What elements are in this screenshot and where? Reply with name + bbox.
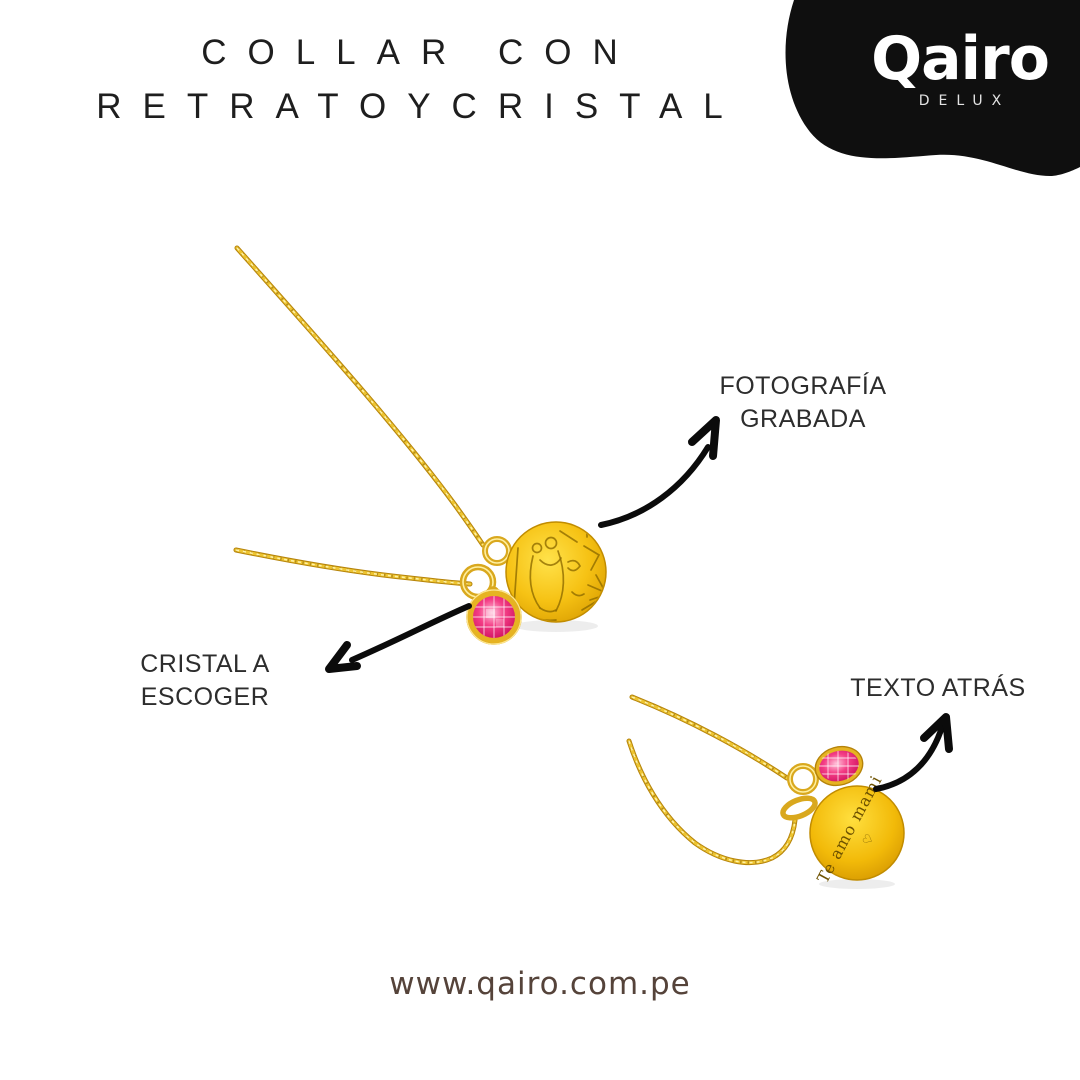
chain-front [236,248,483,584]
arrow-to-crystal-label-icon [325,603,472,673]
crystal-back-facets [819,751,859,781]
callout-photo-line-2: GRABADA [740,405,866,433]
title-line-2: RETRATOYCRISTAL [96,87,744,126]
callout-crystal-choice: CRISTAL A ESCOGER [85,648,325,714]
title-line-1: COLLAR CON [201,33,639,72]
callout-photo-line-1: FOTOGRAFÍA [719,372,887,400]
callout-crystal-line-1: CRISTAL A [140,650,270,678]
crystal-charm [466,586,522,645]
necklace-back: Te amo mami ♡ [629,697,905,889]
arrow-to-text-label-icon [873,713,953,792]
photo-pendant [505,521,607,623]
callout-text-back-label: TEXTO ATRÁS [850,674,1026,702]
callout-text-back: TEXTO ATRÁS [818,672,1058,705]
arrow-to-photo-label-icon [598,416,720,528]
necklace-front [236,248,607,645]
blob-path [785,0,1080,177]
logo-blob-shape [785,0,1080,177]
crystal-charm-back [814,745,864,787]
pendant-shadow [514,620,598,632]
crystal-facets [473,596,515,638]
chain-back [629,697,795,863]
website-url: www.qairo.com.pe [389,966,691,1002]
callout-photo-engraved: FOTOGRAFÍA GRABADA [683,370,923,436]
brand-subtitle: DELUX [918,93,1011,109]
callout-crystal-line-2: ESCOGER [140,683,270,711]
pendant-back-shadow [819,879,895,889]
brand-name: Qairo [871,24,1050,94]
text-pendant: Te amo mami ♡ [809,772,905,886]
page-title: COLLAR CON RETRATOYCRISTAL [40,26,800,134]
heart-icon: ♡ [860,831,878,848]
brand-logo: Qairo DELUX [810,24,1080,110]
jump-rings-front [459,536,512,601]
